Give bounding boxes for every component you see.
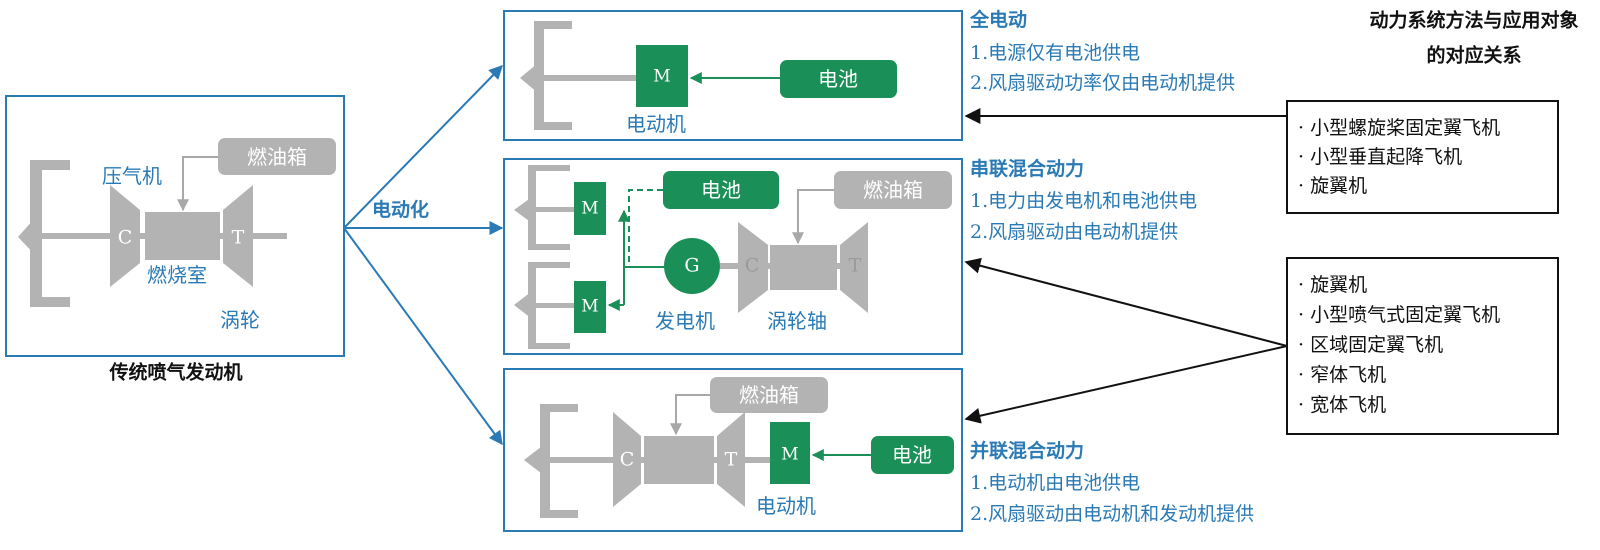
traditional-fuel-arrow	[177, 156, 218, 212]
all-electric-fan-icon	[520, 21, 572, 130]
series-generator-letter: G	[684, 254, 700, 277]
parallel-hybrid-frame	[503, 368, 963, 532]
series-turboshaft-label: 涡轮轴	[767, 309, 827, 333]
parallel-hybrid-line2: 2.风扇驱动由电动机和发动机提供	[970, 503, 1255, 525]
mapping-group1-item: · 旋翼机	[1298, 175, 1368, 197]
series-compressor-shape	[738, 222, 768, 313]
series-motor-box-upper	[574, 182, 606, 235]
all-electric-frame	[503, 10, 963, 141]
series-fan-icon-upper	[514, 165, 570, 250]
series-battery-label: 电池	[701, 178, 741, 202]
mapping-group2-item: · 宽体飞机	[1298, 394, 1387, 416]
traditional-fan-icon	[18, 160, 70, 307]
parallel-hybrid-line1: 1.电动机由电池供电	[970, 472, 1141, 494]
series-battery-dashed-link	[628, 189, 663, 267]
series-motor-letter-lower: M	[581, 296, 599, 317]
mapping-group1-item: · 小型螺旋桨固定翼飞机	[1298, 117, 1501, 139]
series-generator-circle	[664, 238, 720, 294]
all-electric-motor-label: 电动机	[626, 112, 686, 136]
parallel-battery-box	[871, 436, 954, 474]
parallel-motor-letter: M	[781, 444, 799, 465]
traditional-combustor-shape	[145, 212, 220, 260]
series-combustor-shape	[770, 245, 837, 290]
mapping-group1-frame	[1286, 100, 1559, 214]
parallel-fuel-tank-label: 燃油箱	[739, 383, 799, 407]
mapping-title-line1: 动力系统方法与应用对象	[1369, 9, 1579, 32]
mapping-group1-item: · 小型垂直起降飞机	[1298, 146, 1463, 168]
all-electric-motor-letter: M	[653, 66, 671, 87]
series-turbine-letter: T	[848, 254, 862, 277]
series-shaft-lower	[536, 303, 574, 308]
series-fuel-tank-label: 燃油箱	[863, 178, 923, 202]
parallel-battery-label: 电池	[892, 443, 932, 467]
all-electric-line1: 1.电源仅有电池供电	[970, 42, 1141, 64]
arrow-to-all-electric	[343, 64, 503, 229]
compressor-label: 压气机	[102, 164, 162, 188]
all-electric-battery-label: 电池	[818, 67, 858, 91]
arrow-to-parallel-hybrid	[343, 227, 503, 446]
parallel-fuel-arrow	[670, 394, 710, 436]
turbine-label: 涡轮	[220, 308, 260, 332]
all-electric-motor-box	[636, 45, 688, 107]
series-hybrid-title: 串联混合动力	[970, 158, 1085, 180]
mapping-group2-item: · 区域固定翼飞机	[1298, 334, 1444, 356]
series-motor-box-lower	[574, 281, 606, 333]
mapping-group2-item: · 旋翼机	[1298, 274, 1368, 296]
series-generator-label: 发电机	[655, 309, 715, 333]
parallel-turbine-shape	[717, 412, 745, 507]
all-electric-line2: 2.风扇驱动功率仅由电动机提供	[970, 72, 1236, 94]
parallel-compressor-shape	[613, 412, 641, 507]
all-electric-battery-box	[780, 60, 897, 98]
all-electric-title: 全电动	[970, 9, 1028, 31]
parallel-hybrid-title: 并联混合动力	[970, 440, 1085, 462]
series-shaft-upper	[536, 207, 574, 212]
mapping-group2-item: · 小型喷气式固定翼飞机	[1298, 304, 1501, 326]
mapping-group2-item: · 窄体飞机	[1298, 364, 1387, 386]
parallel-fuel-tank-box	[710, 377, 828, 413]
series-compressor-letter: C	[744, 254, 760, 277]
series-motor-letter-upper: M	[581, 198, 599, 219]
series-fuel-tank-box	[834, 171, 952, 209]
parallel-motor-label: 电动机	[756, 494, 816, 518]
parallel-combustor-shape	[644, 436, 714, 484]
electrification-label: 电动化	[372, 199, 430, 221]
traditional-turbine-shape	[223, 185, 253, 287]
series-hybrid-frame	[503, 158, 963, 355]
series-battery-box	[663, 171, 779, 209]
series-hybrid-line1: 1.电力由发电机和电池供电	[970, 190, 1198, 212]
traditional-engine-caption: 传统喷气发动机	[109, 361, 243, 384]
mapping-title-line2: 的对应关系	[1426, 44, 1522, 67]
traditional-fuel-tank-box	[218, 138, 336, 175]
parallel-motor-box	[770, 422, 810, 484]
parallel-turbine-letter: T	[724, 448, 738, 471]
mapping-arrow-series	[964, 257, 1288, 347]
traditional-turbine-letter: T	[231, 226, 245, 249]
traditional-compressor-letter: C	[117, 226, 133, 249]
parallel-compressor-letter: C	[619, 448, 635, 471]
combustor-label: 燃烧室	[147, 263, 207, 287]
series-fuel-arrow	[792, 189, 834, 245]
traditional-fuel-tank-label: 燃油箱	[247, 145, 307, 169]
parallel-fan-icon	[524, 404, 578, 518]
mapping-arrow-parallel	[964, 345, 1288, 424]
all-electric-shaft	[544, 75, 636, 81]
series-hybrid-line2: 2.风扇驱动由电动机提供	[970, 221, 1179, 243]
series-fan-icon-lower	[514, 262, 570, 349]
series-turbine-shape	[840, 222, 868, 313]
traditional-engine-frame	[5, 95, 345, 357]
traditional-compressor-shape	[110, 185, 140, 287]
